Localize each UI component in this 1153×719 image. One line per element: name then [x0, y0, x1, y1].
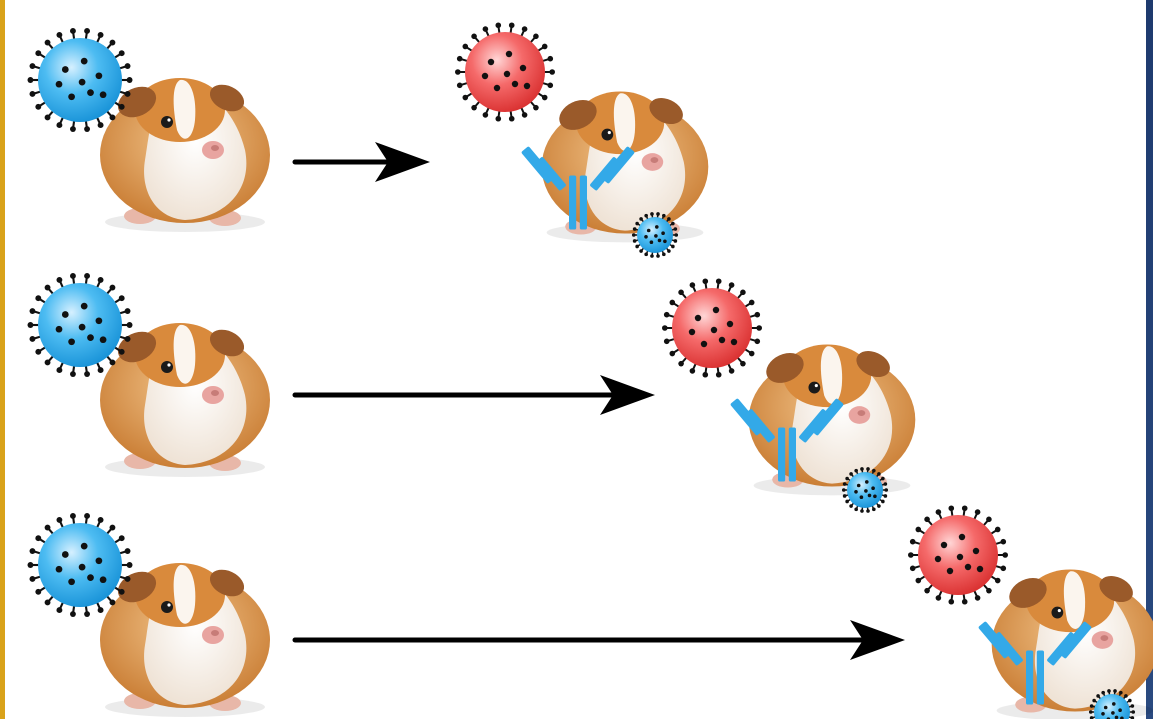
guinea-pig-2-initial: [100, 323, 270, 477]
arrow-icon-row-3: [295, 620, 905, 660]
guinea-pig-1-initial: [100, 78, 270, 232]
red-virus-icon-2: [662, 278, 762, 377]
arrow-icon-row-2: [295, 375, 655, 415]
red-virus-icon-1: [455, 22, 555, 121]
arrow-icon-row-1: [295, 142, 430, 182]
guinea-pig-3-initial: [100, 563, 270, 717]
guinea-pig-1-challenged: [542, 91, 709, 242]
guinea-pig-2-challenged: [749, 344, 916, 495]
red-virus-icon-3: [908, 505, 1008, 604]
